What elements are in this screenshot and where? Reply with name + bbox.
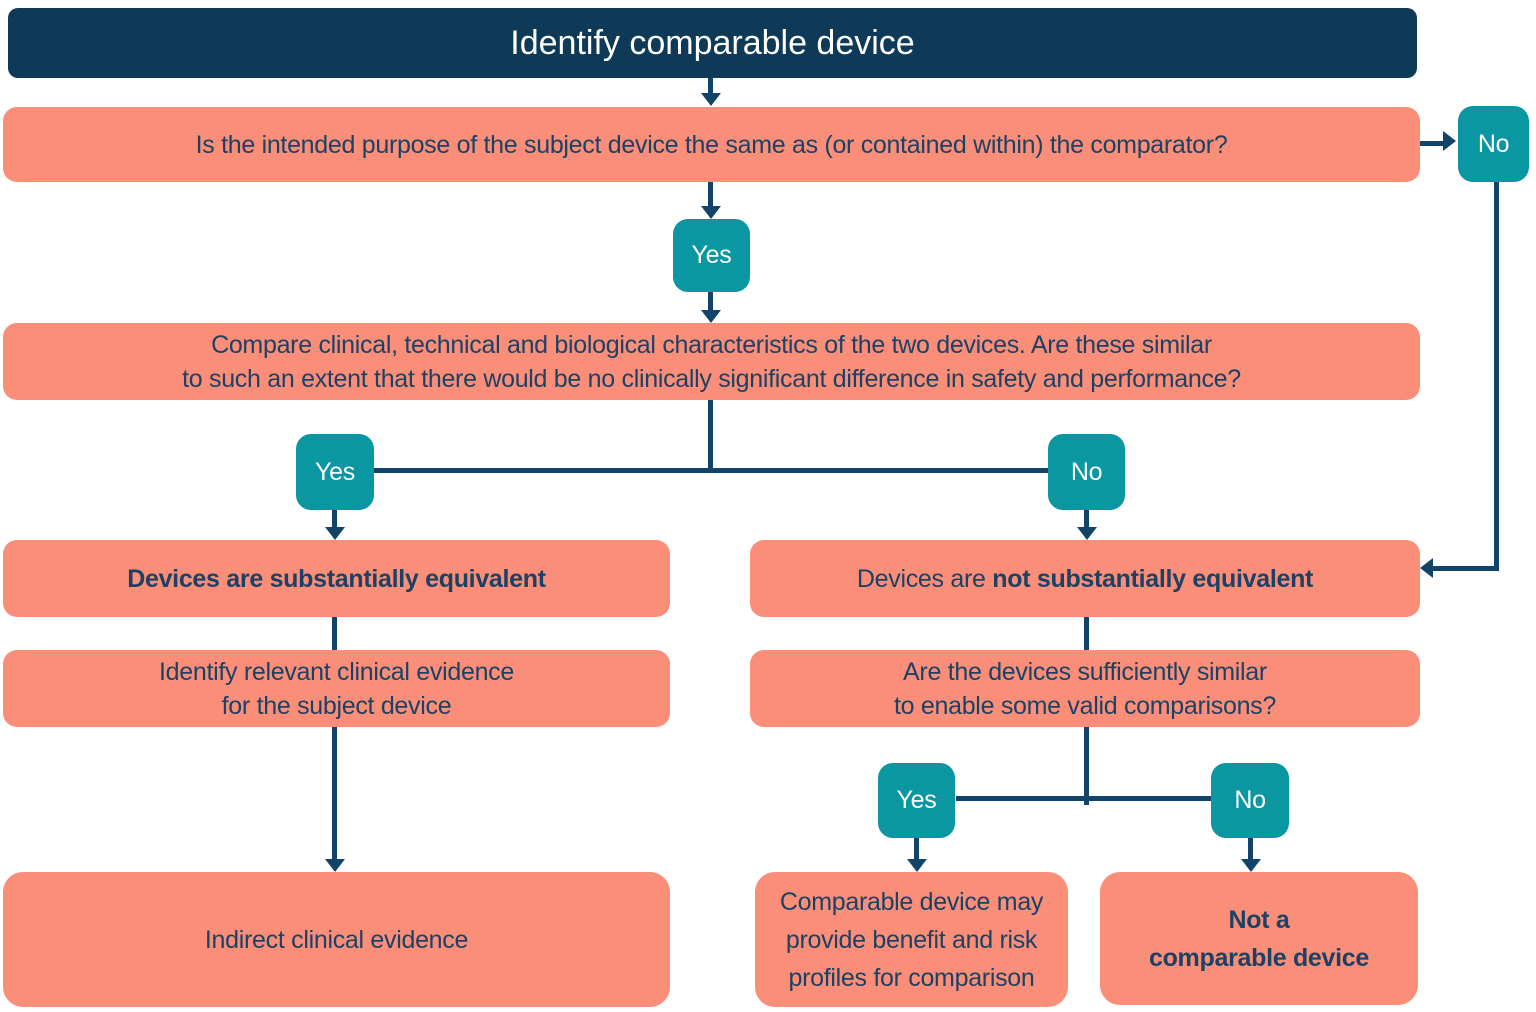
connector-question-to-yes [708, 182, 713, 207]
node-not-substantially-equivalent: Devices are not substantially equivalent [750, 540, 1420, 617]
arrow-down-icon [907, 859, 927, 872]
badge-no-2: No [1048, 434, 1125, 510]
connector-header-to-question [708, 78, 713, 94]
connector-no2-to-not-equivalent [1084, 510, 1089, 528]
arrow-down-icon [701, 206, 721, 219]
arrow-down-icon [325, 527, 345, 540]
badge-no-1-label: No [1477, 129, 1510, 158]
arrow-down-icon [1077, 527, 1097, 540]
connector-question-to-no [1420, 141, 1445, 146]
node-comparable-profiles-line3: profiles for comparison [788, 963, 1035, 992]
badge-no-1: No [1458, 106, 1529, 182]
arrow-down-icon [325, 859, 345, 872]
arrow-right-icon [1443, 131, 1456, 151]
connector-yes-to-compare [708, 292, 713, 311]
node-not-comparable-line1: Not a [1228, 905, 1290, 934]
badge-yes-3: Yes [878, 763, 955, 838]
node-sufficiently-similar: Are the devices sufficiently similar to … [750, 650, 1420, 727]
node-identify-evidence: Identify relevant clinical evidence for … [3, 650, 670, 727]
connector-not-equivalent-to-similar [1084, 617, 1089, 650]
node-intended-purpose-text: Is the intended purpose of the subject d… [195, 130, 1228, 159]
node-indirect-evidence-text: Indirect clinical evidence [204, 925, 469, 954]
node-not-comparable: Not a comparable device [1100, 872, 1418, 1005]
node-comparable-profiles-line1: Comparable device may [779, 887, 1044, 916]
node-sufficiently-similar-line1: Are the devices sufficiently similar [903, 657, 1267, 686]
node-sufficiently-similar-text: Are the devices sufficiently similar to … [894, 655, 1276, 723]
node-identify-evidence-line1: Identify relevant clinical evidence [159, 657, 514, 686]
connector-similar-branch [956, 796, 1212, 801]
node-indirect-evidence: Indirect clinical evidence [3, 872, 670, 1007]
connector-no1-to-not-equivalent [1431, 566, 1499, 571]
badge-no-3: No [1211, 763, 1289, 838]
node-compare-characteristics-text: Compare clinical, technical and biologic… [182, 328, 1241, 396]
node-substantially-equivalent: Devices are substantially equivalent [3, 540, 670, 617]
node-comparable-profiles-line2: provide benefit and risk [785, 925, 1038, 954]
connector-yes2-to-equivalent [332, 510, 337, 528]
connector-no1-down [1494, 182, 1499, 571]
page-title: Identify comparable device [8, 8, 1417, 78]
node-not-substantially-equivalent-text: Devices are not substantially equivalent [857, 562, 1313, 596]
connector-no3-to-not-comparable [1248, 838, 1253, 860]
node-compare-characteristics-line2: to such an extent that there would be no… [182, 364, 1241, 393]
badge-yes-2-label: Yes [315, 457, 355, 486]
node-compare-characteristics-line1: Compare clinical, technical and biologic… [211, 330, 1212, 359]
node-not-comparable-text: Not a comparable device [1149, 901, 1369, 977]
node-comparable-profiles-text: Comparable device may provide benefit an… [779, 883, 1044, 997]
badge-no-2-label: No [1070, 457, 1103, 486]
node-identify-evidence-text: Identify relevant clinical evidence for … [159, 655, 514, 723]
arrow-left-icon [1420, 558, 1433, 578]
badge-yes-3-label: Yes [896, 786, 937, 814]
arrow-down-icon [701, 310, 721, 323]
page-title-text: Identify comparable device [510, 23, 915, 62]
connector-similar-stem [1084, 727, 1089, 805]
node-comparable-profiles: Comparable device may provide benefit an… [755, 872, 1068, 1007]
connector-identify-to-indirect [332, 727, 337, 860]
node-not-comparable-line2: comparable device [1148, 943, 1369, 972]
node-not-substantially-equivalent-prefix: Devices are [856, 564, 993, 593]
node-substantially-equivalent-text: Devices are substantially equivalent [127, 564, 546, 593]
badge-yes-1: Yes [673, 219, 750, 292]
node-sufficiently-similar-line2: to enable some valid comparisons? [894, 691, 1276, 720]
node-compare-characteristics: Compare clinical, technical and biologic… [3, 323, 1420, 400]
connector-yes3-to-comparable [914, 838, 919, 860]
arrow-down-icon [1241, 859, 1261, 872]
arrow-down-icon [701, 93, 721, 106]
connector-compare-branch [374, 468, 1048, 473]
node-identify-evidence-line2: for the subject device [221, 691, 452, 720]
connector-compare-stem [708, 400, 713, 473]
badge-yes-2: Yes [296, 434, 374, 510]
badge-yes-1-label: Yes [691, 241, 732, 269]
node-intended-purpose: Is the intended purpose of the subject d… [3, 107, 1420, 182]
node-not-substantially-equivalent-bold: not substantially equivalent [992, 564, 1314, 593]
badge-no-3-label: No [1234, 786, 1266, 814]
connector-equivalent-to-identify [332, 617, 337, 650]
